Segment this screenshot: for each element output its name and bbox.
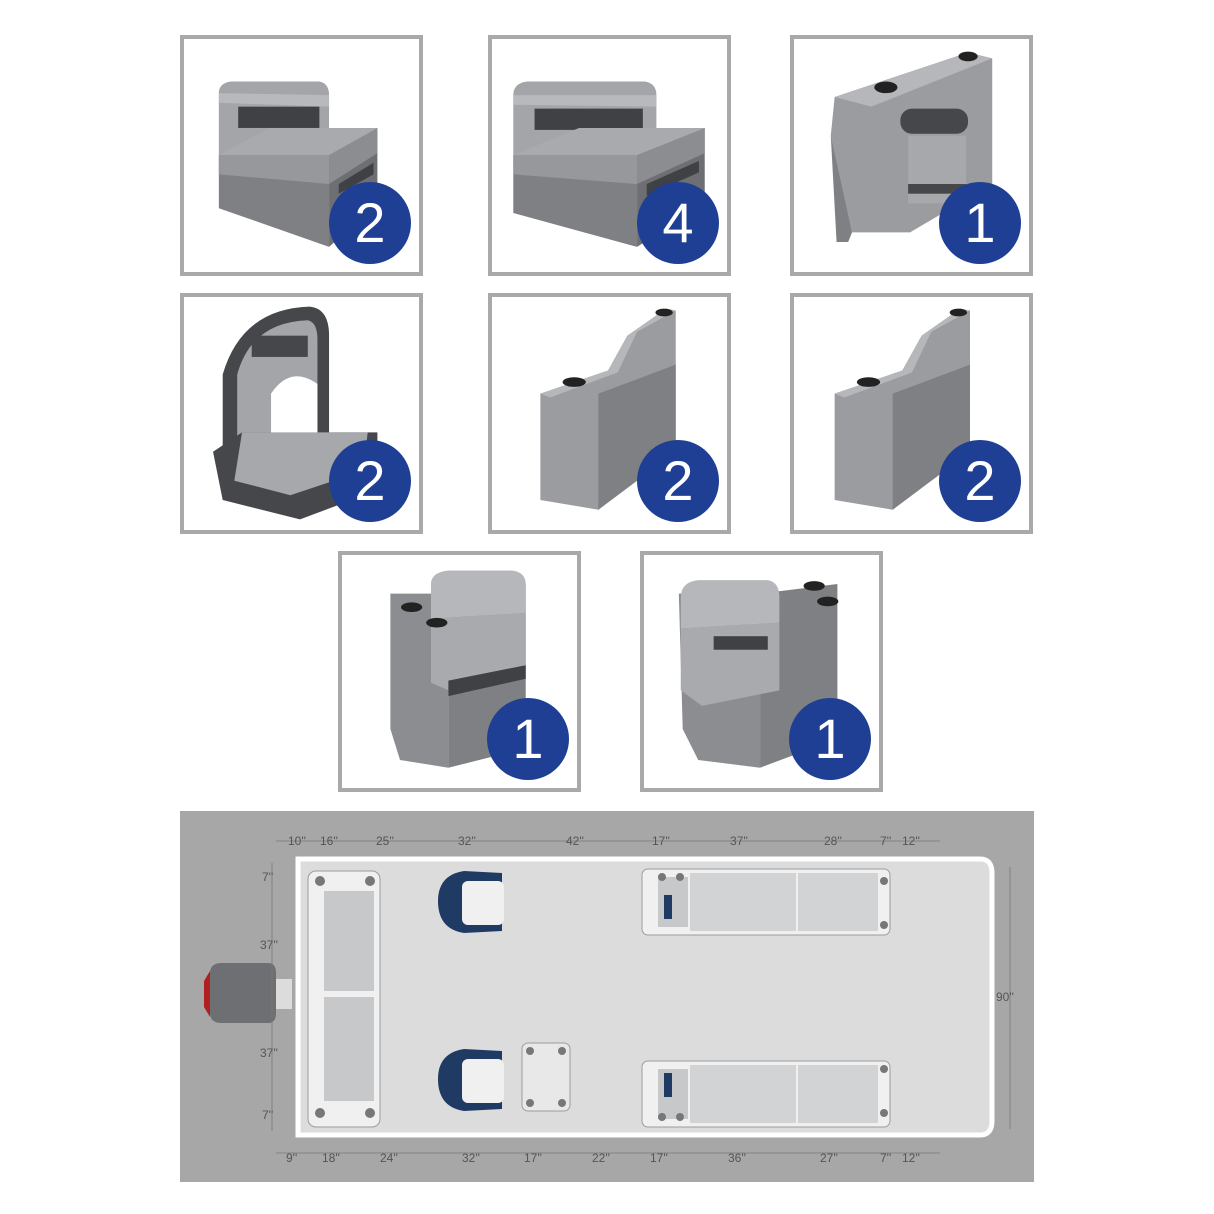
product-tile-captain-seat[interactable]: 2 [180, 293, 423, 534]
dim-label: 32'' [462, 1151, 480, 1165]
dim-label: 17'' [652, 834, 670, 848]
captain-seat-top [438, 871, 504, 933]
quantity-badge: 2 [939, 440, 1021, 522]
quantity-badge: 4 [637, 182, 719, 264]
console-icon [830, 51, 993, 243]
dim-label: 32'' [458, 834, 476, 848]
quantity-badge: 2 [329, 182, 411, 264]
dim-label: 7'' [262, 870, 273, 884]
dim-label: 17'' [650, 1151, 668, 1165]
dim-label: 28'' [824, 834, 842, 848]
bench-seat-icon [218, 81, 378, 247]
left-dimension-labels: 7'' 37'' 37'' 7'' [260, 870, 278, 1122]
dim-label: 10'' [288, 834, 306, 848]
top-dimension-labels: 10'' 16'' 25'' 32'' 42'' 17'' 37'' 28'' … [288, 834, 920, 848]
dim-label-overall-width: 90'' [996, 990, 1014, 1004]
quantity-badge: 1 [487, 698, 569, 780]
dim-label: 16'' [320, 834, 338, 848]
dim-label: 27'' [820, 1151, 838, 1165]
armrest-icon [834, 308, 970, 510]
dim-label: 24'' [380, 1151, 398, 1165]
front-lounge-bottom [641, 1060, 891, 1128]
bottom-dimension-labels: 9'' 18'' 24'' 32'' 17'' 22'' 17'' 36'' 2… [286, 1151, 920, 1165]
dim-label: 7'' [880, 1151, 891, 1165]
captain-seat-bottom [438, 1049, 504, 1111]
dim-label: 12'' [902, 1151, 920, 1165]
dim-label: 7'' [262, 1108, 273, 1122]
product-tile-left-corner-lounge[interactable]: 1 [338, 551, 581, 792]
product-tile-right-corner-lounge[interactable]: 1 [640, 551, 883, 792]
dim-label: 7'' [880, 834, 891, 848]
dim-label: 17'' [524, 1151, 542, 1165]
dim-label: 37'' [730, 834, 748, 848]
quantity-badge: 2 [637, 440, 719, 522]
product-tile-console[interactable]: 1 [790, 35, 1033, 276]
product-tile-lounge-seat[interactable]: 2 [180, 35, 423, 276]
outboard-motor-icon [204, 963, 292, 1023]
dim-label: 25'' [376, 834, 394, 848]
front-lounge-top [641, 868, 891, 936]
dim-label: 18'' [322, 1151, 340, 1165]
console-plan [521, 1042, 571, 1112]
boat-layout-diagram: 10'' 16'' 25'' 32'' 42'' 17'' 37'' 28'' … [180, 811, 1034, 1182]
quantity-badge: 2 [329, 440, 411, 522]
product-tile-left-armrest[interactable]: 2 [488, 293, 731, 534]
rear-bench-seat [307, 870, 381, 1128]
dim-label: 9'' [286, 1151, 297, 1165]
dim-label: 12'' [902, 834, 920, 848]
dim-label: 36'' [728, 1151, 746, 1165]
dim-label: 42'' [566, 834, 584, 848]
dim-label: 37'' [260, 1046, 278, 1060]
quantity-badge: 1 [789, 698, 871, 780]
quantity-badge: 1 [939, 182, 1021, 264]
product-tile-wide-lounge-seat[interactable]: 4 [488, 35, 731, 276]
product-tile-right-armrest[interactable]: 2 [790, 293, 1033, 534]
dim-label: 22'' [592, 1151, 610, 1165]
wide-bench-icon [513, 81, 705, 247]
dim-label: 37'' [260, 938, 278, 952]
